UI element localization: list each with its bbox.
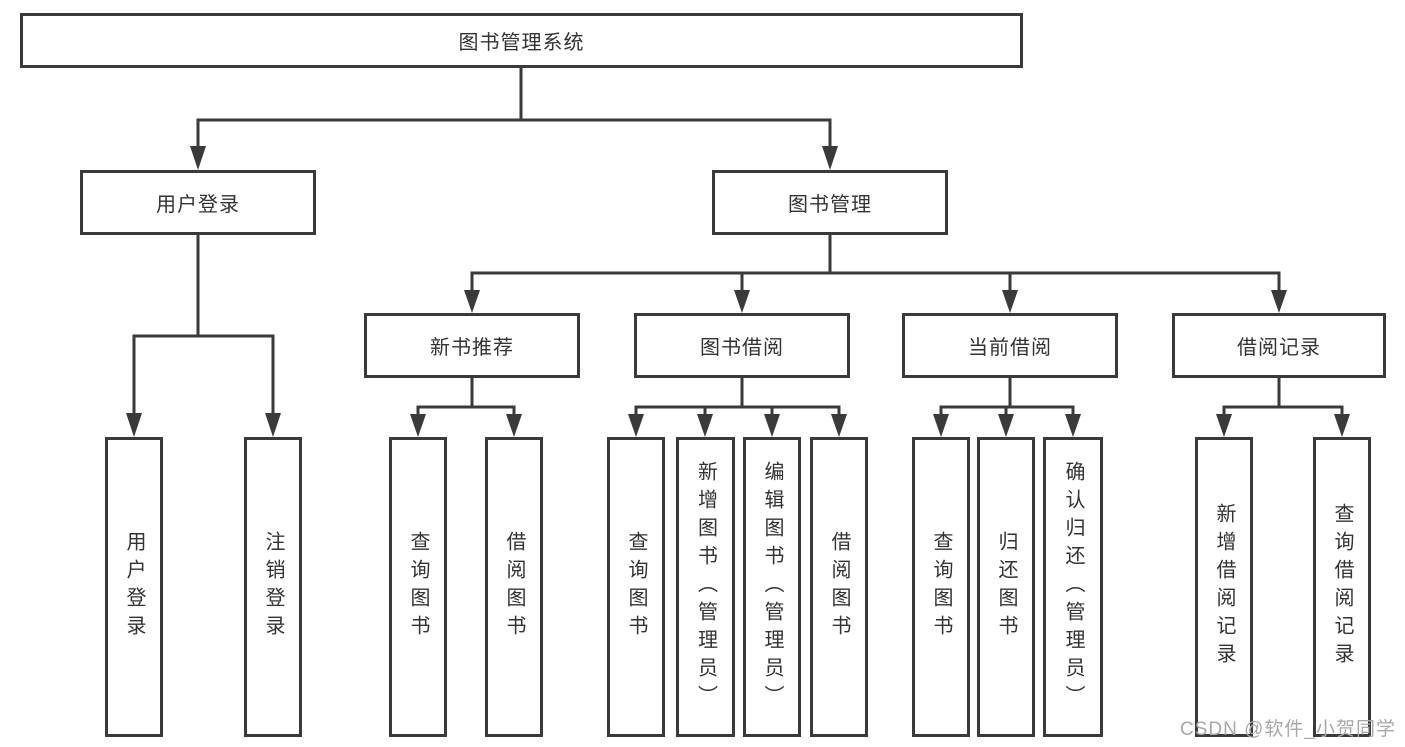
- leaf-edit-books-admin: 编辑图书（管理员）: [743, 437, 801, 737]
- leaf-logout: 注销登录: [244, 437, 302, 737]
- leaf-recommend-borrow-books: 借阅图书: [485, 437, 543, 737]
- leaf-query-borrow-record: 查询借阅记录: [1313, 437, 1371, 737]
- node-root-library-management-system: 图书管理系统: [20, 13, 1023, 68]
- leaf-add-borrow-record: 新增借阅记录: [1195, 437, 1253, 737]
- leaf-confirm-return-admin: 确认归还（管理员）: [1043, 437, 1103, 737]
- leaf-user-login: 用户登录: [105, 437, 163, 737]
- leaf-return-books: 归还图书: [977, 437, 1035, 737]
- csdn-watermark: CSDN @软件_小贺同学: [1180, 719, 1396, 740]
- node-user-login: 用户登录: [80, 170, 316, 235]
- leaf-borrowing-query-books: 查询图书: [607, 437, 665, 737]
- leaf-current-query-books: 查询图书: [912, 437, 970, 737]
- leaf-recommend-query-books: 查询图书: [389, 437, 447, 737]
- node-book-borrowing: 图书借阅: [634, 313, 850, 378]
- leaf-borrow-books: 借阅图书: [810, 437, 868, 737]
- node-borrowing-records: 借阅记录: [1172, 313, 1386, 378]
- node-new-book-recommend: 新书推荐: [364, 313, 580, 378]
- node-book-management: 图书管理: [712, 170, 948, 235]
- leaf-add-books-admin: 新增图书（管理员）: [676, 437, 735, 737]
- arrowheads: [126, 146, 1350, 437]
- node-current-borrowing: 当前借阅: [902, 313, 1118, 378]
